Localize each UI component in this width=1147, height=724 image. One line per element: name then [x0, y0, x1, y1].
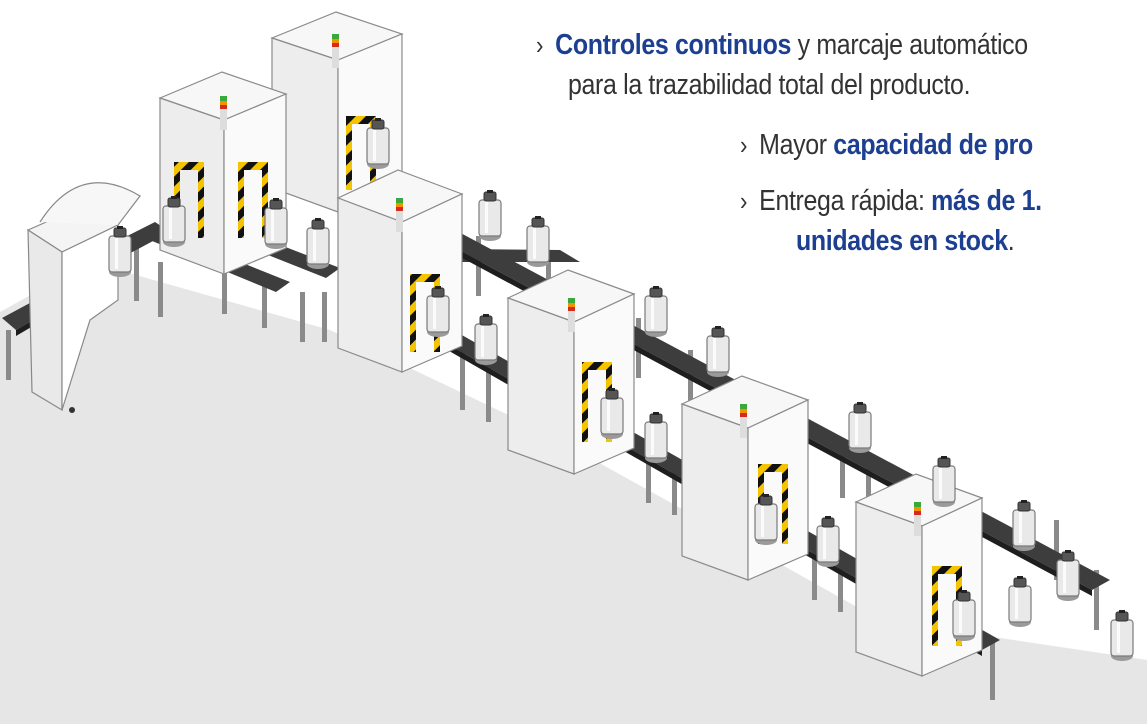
loader-machine [26, 182, 141, 413]
shadows [0, 262, 1147, 724]
